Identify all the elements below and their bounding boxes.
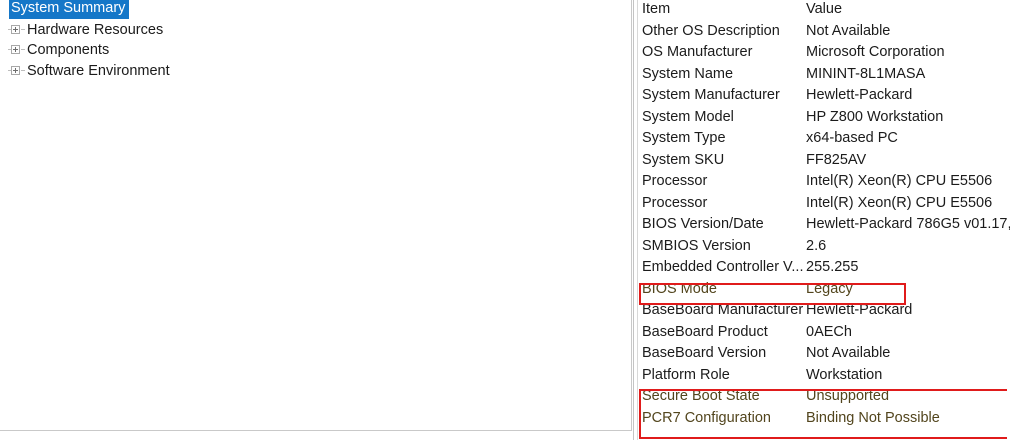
column-header-item: Item [642, 1, 671, 17]
tree-item-software-environment[interactable]: Software Environment [0, 61, 631, 82]
row-item-label: System Name [642, 65, 734, 82]
table-row[interactable]: System Manufacturer Hewlett-Packard [638, 85, 1010, 107]
row-value: 0AECh [806, 323, 852, 340]
table-row-bios-mode[interactable]: BIOS Mode Legacy [638, 279, 1010, 301]
table-row[interactable]: Embedded Controller V... 255.255 [638, 257, 1010, 279]
row-value: Workstation [806, 366, 883, 383]
row-item-label: Embedded Controller V... [642, 259, 804, 275]
row-value: Hewlett-Packard [806, 87, 913, 103]
row-item-label: Processor [642, 173, 708, 189]
table-row[interactable]: Processor Intel(R) Xeon(R) CPU E5506 [638, 171, 1010, 193]
tree-item-label: System Summary [9, 0, 130, 20]
table-row[interactable]: System Type x64-based PC [638, 128, 1010, 150]
row-value: x64-based PC [806, 130, 898, 146]
row-item-label: System SKU [642, 151, 725, 168]
row-item-label: BaseBoard Version [642, 345, 767, 361]
row-item-label: PCR7 Configuration [642, 409, 771, 426]
row-value: Hewlett-Packard [806, 302, 913, 318]
row-value: Not Available [806, 22, 891, 39]
table-row[interactable]: OS Manufacturer Microsoft Corporation [638, 42, 1010, 64]
row-value: Not Available [806, 345, 891, 361]
row-item-label: Processor [642, 194, 708, 211]
table-row-pcr7-configuration[interactable]: PCR7 Configuration Binding Not Possible [638, 408, 1010, 430]
table-row[interactable]: BaseBoard Manufacturer Hewlett-Packard [638, 300, 1010, 322]
row-value: HP Z800 Workstation [806, 108, 944, 125]
row-item-label: BIOS Version/Date [642, 216, 764, 232]
tree-item-components[interactable]: Components [0, 40, 631, 61]
list-header-row: Item Value [638, 0, 1010, 21]
row-item-label: OS Manufacturer [642, 44, 753, 60]
tree-item-label: Hardware Resources [27, 21, 164, 38]
system-summary-list-panel[interactable]: Item Value Other OS Description Not Avai… [633, 0, 1010, 440]
row-item-label: BIOS Mode [642, 280, 717, 297]
table-row[interactable]: Platform Role Workstation [638, 365, 1010, 387]
row-value: Intel(R) Xeon(R) CPU E5506 [806, 173, 993, 189]
row-item-label: BaseBoard Manufacturer [642, 302, 804, 318]
column-header-value: Value [806, 1, 843, 17]
row-item-label: BaseBoard Product [642, 323, 768, 340]
tree-item-label: Software Environment [27, 62, 170, 79]
table-row[interactable]: System Name MININT-8L1MASA [638, 64, 1010, 86]
row-item-label: System Model [642, 108, 734, 125]
table-row[interactable]: System Model HP Z800 Workstation [638, 107, 1010, 129]
expand-plus-icon[interactable] [8, 61, 25, 81]
details-list[interactable]: Item Value Other OS Description Not Avai… [638, 0, 1010, 440]
row-value: 2.6 [806, 237, 827, 254]
table-row[interactable]: BaseBoard Version Not Available [638, 343, 1010, 365]
row-value: Intel(R) Xeon(R) CPU E5506 [806, 194, 993, 211]
row-value: Binding Not Possible [806, 409, 940, 426]
table-row[interactable]: Processor Intel(R) Xeon(R) CPU E5506 [638, 193, 1010, 215]
table-row[interactable]: SMBIOS Version 2.6 [638, 236, 1010, 258]
row-value: Hewlett-Packard 786G5 v01.17, 8/ [806, 216, 1010, 232]
navigation-tree-panel[interactable]: System Summary Hardware Resources Compon… [0, 0, 632, 431]
row-item-label: System Manufacturer [642, 87, 780, 103]
table-row-secure-boot-state[interactable]: Secure Boot State Unsupported [638, 386, 1010, 408]
row-item-label: Platform Role [642, 366, 730, 383]
table-row[interactable]: BIOS Version/Date Hewlett-Packard 786G5 … [638, 214, 1010, 236]
panel-divider-inner [637, 0, 638, 440]
row-value: 255.255 [806, 259, 859, 275]
tree-item-label: Components [27, 42, 110, 59]
row-item-label: System Type [642, 130, 726, 146]
row-item-label: SMBIOS Version [642, 237, 751, 254]
expand-plus-icon[interactable] [8, 40, 25, 60]
row-value: Microsoft Corporation [806, 44, 945, 60]
row-item-label: Secure Boot State [642, 388, 760, 404]
tree-item-system-summary[interactable]: System Summary [0, 0, 631, 20]
tree-item-hardware-resources[interactable]: Hardware Resources [0, 20, 631, 41]
table-row[interactable]: BaseBoard Product 0AECh [638, 322, 1010, 344]
row-value: Unsupported [806, 388, 890, 404]
table-row[interactable]: System SKU FF825AV [638, 150, 1010, 172]
row-item-label: Other OS Description [642, 22, 780, 39]
panel-divider [633, 0, 634, 440]
row-value: Legacy [806, 280, 853, 297]
row-value: FF825AV [806, 151, 867, 168]
expand-plus-icon[interactable] [8, 20, 25, 40]
row-value: MININT-8L1MASA [806, 65, 926, 82]
table-row[interactable]: Other OS Description Not Available [638, 21, 1010, 43]
